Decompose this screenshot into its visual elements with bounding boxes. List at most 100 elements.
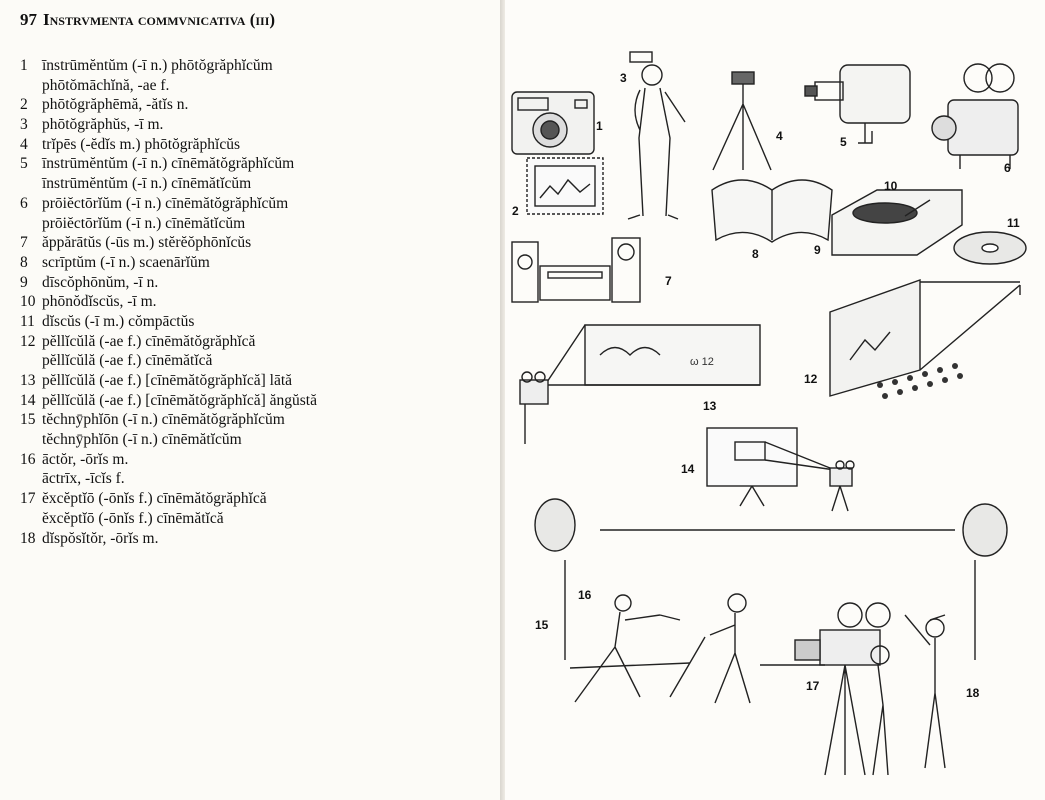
entry-term: īnstrūmĕntŭm (-ī n.) phōtŏgrăphĭcŭm [42,57,273,74]
entry-number: 5 [20,155,28,173]
turntable-drawing [831,189,963,256]
entry-number: 4 [20,135,28,153]
vocabulary-entry: 7 ăppărātŭs (-ūs m.) stĕrĕŏphōnĭcŭs [20,233,490,253]
entry-number: 7 [20,234,28,252]
illustration-label-14: 14 [681,462,695,476]
illustration-label-16: 16 [578,588,592,602]
camera-crew-drawing [794,602,891,776]
entry-number: 13 [20,372,36,389]
entry-term: dĭspŏsĭtŏr, -ōrĭs m. [42,529,159,547]
page-heading: Instrvmenta commvnicativa (iii) [43,10,276,29]
illustration-label-13: 13 [703,399,717,413]
entry-term: phōtŏmāchĭnă, -ae f. [42,76,170,94]
entry-term: pĕllĭcŭlă (-ae f.) [cīnēmătŏgrăphĭcă] ăn… [42,391,317,409]
entry-number: 11 [20,312,35,330]
illustration-label-4: 4 [776,129,783,143]
illustration-label-18: 18 [966,686,980,700]
entry-number: 6 [20,194,28,212]
illustration-label-5: 5 [840,135,847,149]
illustration-label-10: 10 [884,179,898,193]
screenplay-book-drawing [711,179,833,243]
vocabulary-entry: īnstrūmĕntŭm (-ī n.) cīnēmătĭcŭm [20,174,490,194]
entry-number: 9 [20,273,28,291]
illustration-label-15: 15 [535,618,549,632]
illustration-plate: ω 12 [511,51,1027,776]
illustration-label-6: 6 [1004,161,1011,175]
film-strip-text: ω 12 [690,356,714,368]
entry-term: pĕllĭcŭlă (-ae f.) cīnēmătĭcă [42,352,213,370]
illustration-label-7: 7 [665,274,672,288]
vocabulary-entry: 14 pĕllĭcŭlă (-ae f.) [cīnēmătŏgrăphĭcă] … [20,391,490,411]
vocabulary-entry: 3 phōtŏgrăphŭs, -ī m. [20,115,490,135]
entry-term: prōiĕctōrĭŭm (-ī n.) cīnēmătŏgrăphĭcŭm [42,194,289,212]
entry-term: īnstrūmĕntŭm (-ī n.) cīnēmătŏgrăphĭcŭm [42,155,295,173]
entry-term: dīscŏphōnŭm, -ī n. [42,273,159,291]
entry-term: phōtŏgrăphēmă, -ătĭs n. [42,96,189,114]
entry-term: ĕxcĕptĭō (-ōnĭs f.) cīnēmătĭcă [42,509,224,527]
vocabulary-entry: prōiĕctōrĭŭm (-ī n.) cīnēmătĭcŭm [20,214,490,234]
entry-number: 1 [20,57,28,74]
entry-number: 16 [20,450,36,468]
photograph-drawing [526,157,604,215]
illustration-label-17: 17 [806,679,820,693]
vocabulary-entry: 16 āctŏr, -ōrĭs m. [20,450,490,470]
illustration-label-11: 11 [1007,216,1020,230]
entry-term: phōnŏdĭscŭs, -ī m. [42,293,157,311]
entry-number: 18 [20,529,36,547]
entry-term: āctrīx, -īcĭs f. [42,470,125,488]
entry-number: 12 [20,332,36,350]
movie-camera-drawing [804,64,911,144]
vocabulary-entry: tĕchnȳphĭōn (-ī n.) cīnēmătĭcŭm [20,430,490,450]
illustration-label-8: 8 [752,247,759,261]
director-drawing [904,614,946,769]
entry-term: phōtŏgrăphŭs, -ī m. [42,116,164,134]
entry-number: 17 [20,490,36,508]
vocabulary-entry: 15 tĕchnȳphĭōn (-ī n.) cīnēmătŏgrăphĭcŭm [20,410,490,430]
entry-number: 14 [20,391,36,409]
vocabulary-entry: 13 pĕllĭcŭlă (-ae f.) [cīnēmătŏgrăphĭcă] … [20,371,490,391]
actors-fencing-drawing [574,593,751,704]
vocabulary-entry: 1 īnstrūmĕntŭm (-ī n.) phōtŏgrăphĭcŭm [20,56,490,76]
vocabulary-list: 1 īnstrūmĕntŭm (-ī n.) phōtŏgrăphĭcŭm phōt… [20,56,490,548]
vocabulary-entry: 12 pĕllĭcŭlă (-ae f.) cīnēmătŏgrăphĭcă [20,332,490,352]
entry-term: āctŏr, -ōrĭs m. [42,450,129,468]
wide-film-projection-drawing: ω 12 [519,324,761,444]
film-projector-drawing [931,63,1019,169]
studio-floor [569,662,825,669]
entry-term: tĕchnȳphĭōn (-ī n.) cīnēmătĭcŭm [42,431,242,449]
entry-term: tĕchnȳphĭōn (-ī n.) cīnēmătŏgrăphĭcŭm [42,411,285,429]
narrow-film-projection-drawing [706,427,855,512]
entry-term: ăppărātŭs (-ūs m.) stĕrĕŏphōnĭcŭs [42,234,252,252]
vocabulary-entry: 10 phōnŏdĭscŭs, -ī m. [20,292,490,312]
entry-term: īnstrūmĕntŭm (-ī n.) cīnēmătĭcŭm [42,175,252,193]
vocabulary-entry: 6 prōiĕctōrĭŭm (-ī n.) cīnēmătŏgrăphĭcŭm [20,194,490,214]
cinema-screen-drawing [829,279,1021,399]
book-gutter [500,0,505,800]
illustration-label-12: 12 [804,372,818,386]
entry-term: pĕllĭcŭlă (-ae f.) cīnēmătŏgrăphĭcă [42,332,256,350]
entry-number: 15 [20,411,36,429]
entry-number: 8 [20,253,28,271]
entry-number: 10 [20,293,36,311]
illustration-label-2: 2 [512,204,519,218]
vocabulary-entry: phōtŏmāchĭnă, -ae f. [20,76,490,96]
studio-lighting-drawing [534,498,1008,660]
entry-term: pĕllĭcŭlă (-ae f.) [cīnēmătŏgrăphĭcă] lā… [42,372,293,389]
entry-number: 3 [20,116,28,134]
stereo-system-drawing [511,237,641,303]
vocabulary-entry: āctrīx, -īcĭs f. [20,469,490,489]
vocabulary-entry: ĕxcĕptĭō (-ōnĭs f.) cīnēmătĭcă [20,509,490,529]
vocabulary-entry: 8 scrīptŭm (-ī n.) scaenārĭŭm [20,253,490,273]
vocabulary-entry: 9 dīscŏphōnŭm, -ī n. [20,273,490,293]
illustration-label-3: 3 [620,71,627,85]
vocabulary-entry: 18 dĭspŏsĭtŏr, -ōrĭs m. [20,529,490,549]
entry-term: prōiĕctōrĭŭm (-ī n.) cīnēmătĭcŭm [42,214,246,232]
tripod-drawing [712,71,772,171]
entry-term: scrīptŭm (-ī n.) scaenārĭŭm [42,253,210,271]
